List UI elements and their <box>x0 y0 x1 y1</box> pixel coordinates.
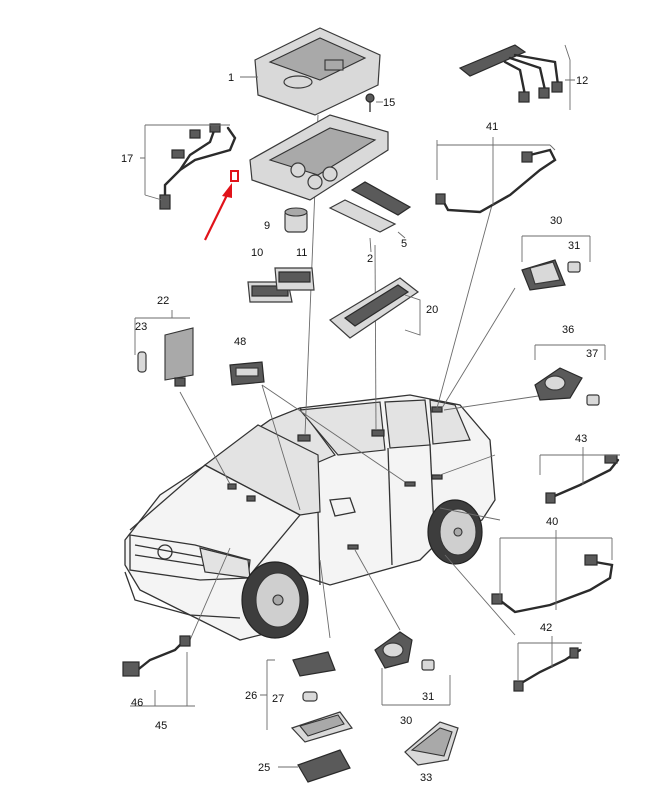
vehicle-illustration <box>124 394 496 641</box>
callout-40: 40 <box>546 516 558 528</box>
callout-48: 48 <box>234 336 246 348</box>
callout-20: 20 <box>426 304 438 316</box>
part-30-courtesy-light-upper <box>521 235 591 291</box>
part-23-bulb <box>137 351 147 373</box>
part-1-roof-console <box>240 27 381 116</box>
callout-36: 36 <box>562 324 574 336</box>
callout-12: 12 <box>576 75 588 87</box>
part-31-bulb-upper <box>567 261 581 273</box>
callout-11: 11 <box>296 247 307 259</box>
part-41-wiring-harness <box>435 137 557 214</box>
callout-30-upper: 30 <box>550 215 562 227</box>
callout-23: 23 <box>135 321 147 333</box>
callout-25: 25 <box>258 762 270 774</box>
part-console-bezel <box>249 114 389 201</box>
callout-37: 37 <box>586 348 598 360</box>
callout-labels: 1 2 5 9 10 11 12 15 17 20 22 23 25 26 27… <box>121 72 598 784</box>
part-42-wiring-harness <box>513 636 582 692</box>
part-11-switch <box>274 267 315 291</box>
callout-33: 33 <box>420 772 432 784</box>
part-48-switch <box>229 361 265 386</box>
callout-43: 43 <box>575 433 587 445</box>
part-12-wiring-harness <box>458 44 575 110</box>
part-33-light-cover <box>404 721 459 766</box>
callout-31-upper: 31 <box>568 240 580 252</box>
part-27-bulb <box>302 691 318 702</box>
callout-22: 22 <box>157 295 169 307</box>
callout-46: 46 <box>131 697 143 709</box>
highlight-arrow <box>204 170 239 241</box>
callout-10: 10 <box>251 247 263 259</box>
callout-17: 17 <box>121 153 133 165</box>
callout-45: 45 <box>155 720 167 732</box>
callout-2: 2 <box>367 253 373 265</box>
callout-27: 27 <box>272 693 284 705</box>
part-17-wiring-harness <box>140 123 237 210</box>
part-46-connector <box>122 661 140 677</box>
callout-1: 1 <box>228 72 234 84</box>
callout-41: 41 <box>486 121 498 133</box>
part-15-screw <box>365 93 383 112</box>
part-2-lens <box>328 199 397 253</box>
callout-31-lower: 31 <box>422 691 434 703</box>
part-45-wiring-harness <box>130 635 195 707</box>
part-43-wiring-harness <box>539 447 620 504</box>
callout-42: 42 <box>540 622 552 634</box>
callout-30-lower: 30 <box>400 715 412 727</box>
part-40-wiring-harness <box>491 530 614 614</box>
part-entry-light-lower <box>290 711 353 743</box>
callout-15: 15 <box>383 97 395 109</box>
callout-26: 26 <box>245 690 257 702</box>
part-37-bulb <box>586 394 600 406</box>
part-31-bulb-lower <box>421 659 435 671</box>
part-5-cover <box>350 181 412 239</box>
part-22-lamp-housing <box>134 310 194 387</box>
part-20-reading-light <box>328 277 421 339</box>
callout-5: 5 <box>401 238 407 250</box>
callout-9: 9 <box>264 220 270 232</box>
part-9-bulb-socket <box>284 207 308 233</box>
part-26-door-light <box>260 651 336 730</box>
part-36-light-assembly <box>534 344 606 401</box>
part-25-step-light <box>278 749 351 783</box>
part-30-courtesy-light-lower <box>374 631 451 706</box>
